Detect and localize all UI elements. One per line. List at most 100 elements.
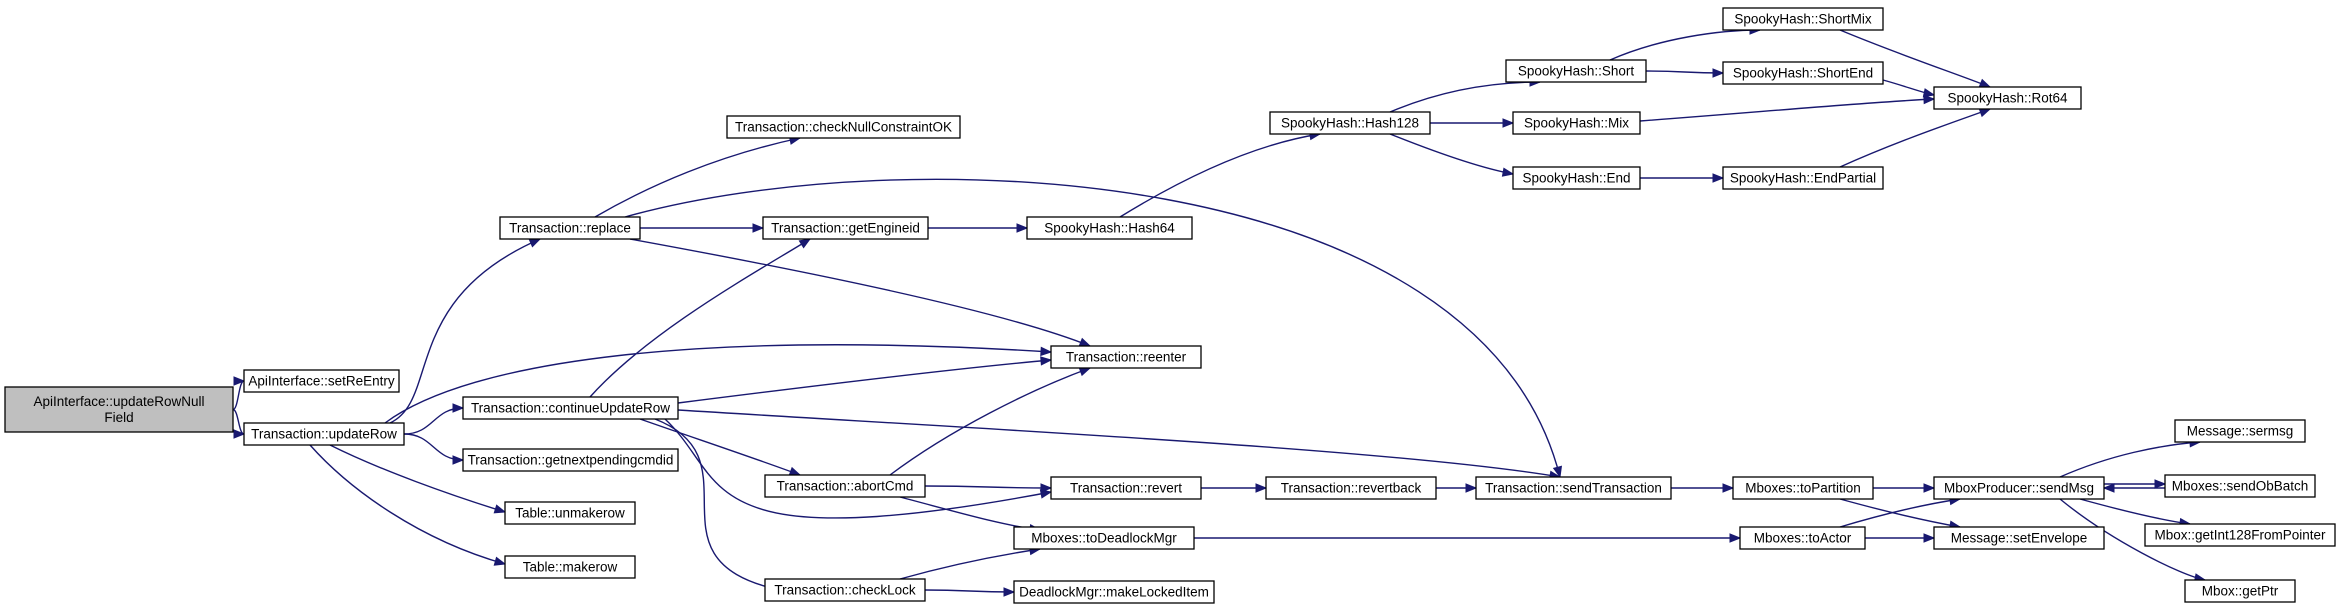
edge-line — [1839, 29, 1991, 88]
node-box — [1512, 111, 1641, 135]
node-mb-to-partition[interactable]: Mboxes::toPartition — [1732, 476, 1874, 500]
edge-line — [1839, 498, 1961, 528]
node-box — [1050, 345, 1202, 369]
node-tx-send-transaction[interactable]: Transaction::sendTransaction — [1475, 476, 1672, 500]
node-label: Transaction::continueUpdateRow — [471, 401, 670, 416]
edge-line — [899, 496, 1041, 531]
edge-line — [2079, 498, 2191, 525]
edge-sh-hash128-to-sh-short — [1389, 77, 1542, 113]
node-label: SpookyHash::ShortMix — [1734, 12, 1872, 27]
node-box — [4, 386, 234, 433]
node-sh-end-partial[interactable]: SpookyHash::EndPartial — [1722, 166, 1884, 190]
node-tx-reenter[interactable]: Transaction::reenter — [1050, 345, 1202, 369]
arrowhead — [2102, 483, 2115, 493]
node-mb-to-actor[interactable]: Mboxes::toActor — [1739, 526, 1866, 550]
edge-line — [329, 444, 506, 513]
arrowhead — [1078, 337, 1092, 347]
node-msg-set-envelope[interactable]: Message::setEnvelope — [1933, 526, 2105, 550]
node-label: SpookyHash::End — [1522, 171, 1630, 186]
node-mbox-get-ptr[interactable]: Mbox::getPtr — [2184, 579, 2296, 603]
edge-line — [1389, 81, 1541, 113]
node-api-set-re-entry[interactable]: ApiInterface::setReEntry — [243, 369, 400, 393]
node-mp-send-msg[interactable]: MboxProducer::sendMsg — [1933, 476, 2105, 500]
node-table-makerow[interactable]: Table::makerow — [504, 555, 636, 579]
node-sh-short[interactable]: SpookyHash::Short — [1505, 59, 1647, 83]
node-mbox-get-int128-from-pointer[interactable]: Mbox::getInt128FromPointer — [2144, 523, 2336, 547]
edge-tx-replace-to-tx-check-null-constraint-ok — [594, 135, 802, 218]
node-sh-hash128[interactable]: SpookyHash::Hash128 — [1269, 111, 1431, 135]
node-sh-end[interactable]: SpookyHash::End — [1512, 166, 1641, 190]
edge-tx-check-lock-to-mb-to-deadlock-mgr — [899, 545, 1042, 580]
edge-sh-short-mix-to-sh-rot64 — [1839, 29, 1992, 88]
arrowhead — [788, 466, 802, 476]
edge-tx-update-row-to-table-unmakerow — [329, 444, 507, 514]
edge-tx-update-row-to-tx-replace — [389, 238, 542, 424]
node-sh-short-mix[interactable]: SpookyHash::ShortMix — [1722, 7, 1884, 31]
node-box — [2174, 419, 2306, 443]
edge-tx-update-row-to-tx-get-next-pending-cmd-id — [403, 433, 465, 465]
edge-line — [924, 589, 1015, 593]
edge-tx-replace-to-tx-get-engineid — [640, 223, 765, 233]
edge-tx-revert-to-tx-revertback — [1201, 483, 1268, 493]
node-box — [1722, 166, 1884, 190]
node-box — [1732, 476, 1874, 500]
node-mb-send-ob-batch[interactable]: Mboxes::sendObBatch — [2164, 474, 2316, 498]
node-tx-update-row[interactable]: Transaction::updateRow — [243, 422, 405, 446]
edge-line — [384, 344, 1052, 424]
node-tx-revert[interactable]: Transaction::revert — [1050, 476, 1202, 500]
node-msg-sermsg[interactable]: Message::sermsg — [2174, 419, 2306, 443]
edge-api-update-row-null-field-to-tx-update-row — [232, 408, 246, 439]
node-tx-get-engineid[interactable]: Transaction::getEngineid — [762, 216, 929, 240]
arrowhead — [1255, 483, 1268, 493]
node-tx-abort-cmd[interactable]: Transaction::abortCmd — [764, 474, 926, 498]
edge-line — [629, 238, 1091, 347]
node-tx-replace[interactable]: Transaction::replace — [499, 216, 641, 240]
arrowhead — [233, 429, 246, 439]
node-tx-check-lock[interactable]: Transaction::checkLock — [764, 578, 926, 602]
node-box — [1013, 526, 1195, 550]
node-label: Transaction::revertback — [1281, 481, 1422, 496]
node-table-unmakerow[interactable]: Table::unmakerow — [504, 501, 636, 525]
node-label: Mbox::getPtr — [2202, 584, 2279, 599]
arrowhead — [1078, 367, 1092, 377]
arrowhead — [452, 403, 465, 413]
node-label: Transaction::abortCmd — [777, 479, 914, 494]
arrowhead — [528, 238, 542, 248]
node-sh-short-end[interactable]: SpookyHash::ShortEnd — [1722, 61, 1884, 85]
node-label: Table::makerow — [523, 560, 618, 575]
arrowhead — [1922, 88, 1936, 98]
arrowhead — [1040, 356, 1053, 366]
node-sh-rot64[interactable]: SpookyHash::Rot64 — [1933, 86, 2082, 110]
arrowhead — [493, 556, 507, 566]
node-mb-to-deadlock-mgr[interactable]: Mboxes::toDeadlockMgr — [1013, 526, 1195, 550]
node-sh-hash64[interactable]: SpookyHash::Hash64 — [1026, 216, 1193, 240]
node-tx-check-null-constraint-ok[interactable]: Transaction::checkNullConstraintOK — [726, 115, 961, 139]
edge-line — [1639, 98, 1935, 122]
node-label: Transaction::getnextpendingcmdid — [468, 453, 674, 468]
arrowhead — [233, 376, 246, 386]
edge-tx-update-row-to-tx-continue-update-row — [403, 403, 465, 435]
arrowhead — [1923, 483, 1936, 493]
edge-line — [624, 178, 1561, 478]
node-box — [1512, 166, 1641, 190]
node-box — [1505, 59, 1647, 83]
edge-mb-send-ob-batch-to-mp-send-msg — [2102, 483, 2165, 493]
node-label: DeadlockMgr::makeLockedItem — [1019, 585, 1209, 600]
node-dm-make-locked-item[interactable]: DeadlockMgr::makeLockedItem — [1013, 580, 1215, 604]
edge-line — [1839, 498, 1961, 528]
arrowhead — [1722, 483, 1735, 493]
arrowhead — [1978, 78, 1992, 88]
node-box — [1739, 526, 1866, 550]
node-tx-get-next-pending-cmd-id[interactable]: Transaction::getnextpendingcmdid — [462, 448, 679, 472]
node-sh-mix[interactable]: SpookyHash::Mix — [1512, 111, 1641, 135]
edge-tx-replace-to-tx-reenter — [629, 238, 1092, 347]
node-box — [726, 115, 961, 139]
edge-mb-to-deadlock-mgr-to-mb-to-actor — [1194, 533, 1742, 543]
node-tx-continue-update-row[interactable]: Transaction::continueUpdateRow — [462, 396, 679, 420]
node-label: Mboxes::toActor — [1754, 531, 1852, 546]
node-tx-revertback[interactable]: Transaction::revertback — [1265, 476, 1437, 500]
edge-mb-to-actor-to-mp-send-msg — [1839, 495, 1962, 528]
node-label: Mboxes::sendObBatch — [2172, 479, 2309, 494]
